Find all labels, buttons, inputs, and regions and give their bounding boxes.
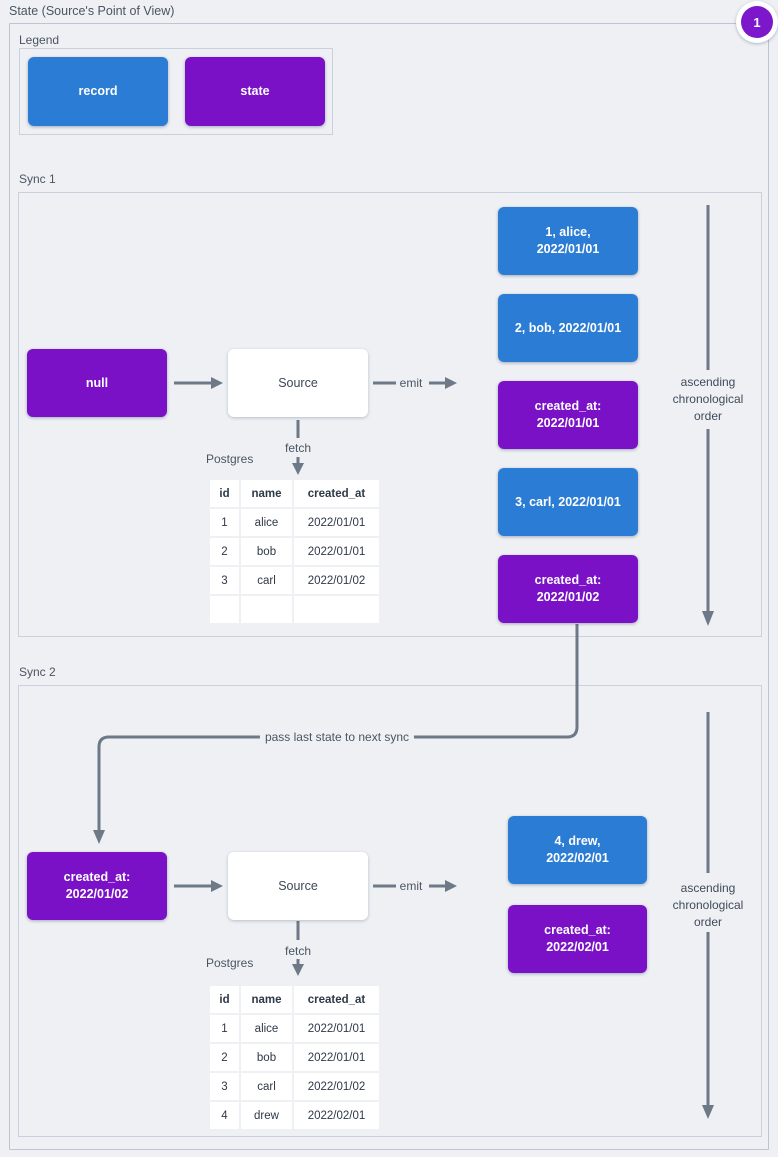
table-row: 4 drew 2022/02/01 xyxy=(210,1102,379,1129)
table-row: 3 carl 2022/01/02 xyxy=(210,1073,379,1100)
table-cell: carl xyxy=(241,567,292,594)
table-cell: drew xyxy=(241,1102,292,1129)
table-header-row: id name created_at xyxy=(210,986,379,1013)
table-row: 1 alice 2022/01/01 xyxy=(210,509,379,536)
table-cell: 2 xyxy=(210,538,239,565)
sync1-emitted-record-2: 2, bob, 2022/01/01 xyxy=(498,294,638,362)
table-header-row: id name created_at xyxy=(210,480,379,507)
sync2-source-node: Source xyxy=(228,852,368,920)
sync1-emitted-record-1: 1, alice, 2022/01/01 xyxy=(498,207,638,275)
sync1-emitted-record-3: 3, carl, 2022/01/01 xyxy=(498,468,638,536)
table-row: 3 carl 2022/01/02 xyxy=(210,567,379,594)
table-cell: 2022/01/02 xyxy=(294,1073,379,1100)
sync2-emit-label: emit xyxy=(399,879,423,893)
sync1-fetch-label: fetch xyxy=(284,441,312,455)
header-cell-created-at: created_at xyxy=(294,986,379,1013)
header-cell-created-at: created_at xyxy=(294,480,379,507)
legend-box xyxy=(19,48,333,135)
sync1-emitted-state-2: created_at: 2022/01/02 xyxy=(498,555,638,623)
legend-state-node: state xyxy=(185,57,325,126)
legend-section-label: Legend xyxy=(19,33,60,47)
step-badge-number: 1 xyxy=(741,6,773,38)
table-cell: 2022/01/01 xyxy=(294,509,379,536)
pass-last-state-label: pass last state to next sync xyxy=(259,729,415,745)
table-cell: 2022/01/01 xyxy=(294,1015,379,1042)
table-cell: 2022/02/01 xyxy=(294,1102,379,1129)
sync2-emitted-record-1: 4, drew, 2022/02/01 xyxy=(508,816,647,884)
table-cell: bob xyxy=(241,538,292,565)
table-cell: 3 xyxy=(210,1073,239,1100)
sync1-emitted-state-1: created_at: 2022/01/01 xyxy=(498,381,638,449)
sync2-order-note: ascending chronological order xyxy=(672,881,744,929)
table-cell: 3 xyxy=(210,567,239,594)
sync2-input-state-node: created_at: 2022/01/02 xyxy=(27,852,167,920)
sync1-postgres-table: id name created_at 1 alice 2022/01/01 2 … xyxy=(208,478,381,625)
table-cell: 2022/01/01 xyxy=(294,1044,379,1071)
sync1-source-node: Source xyxy=(228,349,368,417)
header-cell-id: id xyxy=(210,480,239,507)
table-cell: 2 xyxy=(210,1044,239,1071)
table-cell: 1 xyxy=(210,1015,239,1042)
sync2-emitted-state-1: created_at: 2022/02/01 xyxy=(508,905,647,973)
sync1-input-state-node: null xyxy=(27,349,167,417)
outer-container xyxy=(9,23,769,1150)
sync2-section-label: Sync 2 xyxy=(19,665,56,679)
header-cell-id: id xyxy=(210,986,239,1013)
table-row: 2 bob 2022/01/01 xyxy=(210,1044,379,1071)
table-cell xyxy=(294,596,379,623)
table-cell: carl xyxy=(241,1073,292,1100)
table-cell: 4 xyxy=(210,1102,239,1129)
sync1-order-note: ascending chronological order xyxy=(672,375,744,423)
table-cell: alice xyxy=(241,509,292,536)
header-cell-name: name xyxy=(241,480,292,507)
table-cell: 2022/01/02 xyxy=(294,567,379,594)
sync1-postgres-label: Postgres xyxy=(206,452,254,466)
table-cell: 2022/01/01 xyxy=(294,538,379,565)
step-badge[interactable]: 1 xyxy=(736,1,778,43)
sync2-postgres-label: Postgres xyxy=(206,956,254,970)
table-row-empty xyxy=(210,596,379,623)
table-cell xyxy=(210,596,239,623)
sync2-postgres-table: id name created_at 1 alice 2022/01/01 2 … xyxy=(208,984,381,1131)
table-row: 2 bob 2022/01/01 xyxy=(210,538,379,565)
table-cell: bob xyxy=(241,1044,292,1071)
table-cell: 1 xyxy=(210,509,239,536)
legend-record-node: record xyxy=(28,57,168,126)
table-row: 1 alice 2022/01/01 xyxy=(210,1015,379,1042)
page-title: State (Source's Point of View) xyxy=(9,4,175,18)
sync2-fetch-label: fetch xyxy=(284,944,312,958)
sync1-emit-label: emit xyxy=(399,376,423,390)
table-cell: alice xyxy=(241,1015,292,1042)
sync1-section-label: Sync 1 xyxy=(19,172,56,186)
table-cell xyxy=(241,596,292,623)
header-cell-name: name xyxy=(241,986,292,1013)
